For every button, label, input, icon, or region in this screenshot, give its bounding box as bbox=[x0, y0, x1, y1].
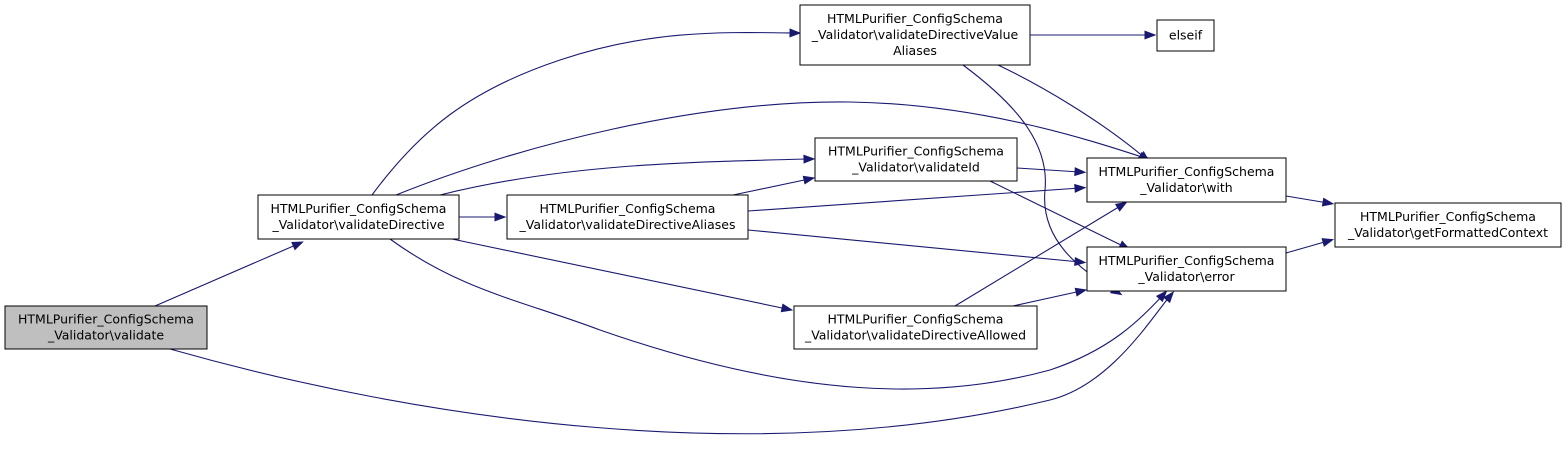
node-box bbox=[4, 305, 208, 350]
node-validateDirectiveValueAliases[interactable]: HTMLPurifier_ConfigSchema_Validator\vali… bbox=[799, 4, 1031, 66]
arrowhead bbox=[1114, 201, 1128, 212]
node-label-line: Aliases bbox=[893, 43, 937, 58]
edge-line bbox=[1016, 167, 1081, 173]
node-label-line: _Validator\error bbox=[1137, 269, 1235, 284]
edge-validateDirective-to-validateDirectiveAllowed bbox=[451, 238, 794, 313]
edge-validateDirectiveValueAliases-to-with bbox=[997, 64, 1150, 163]
edge-line bbox=[439, 158, 810, 196]
node-elseif[interactable]: elseif bbox=[1156, 19, 1215, 52]
arrowhead bbox=[802, 175, 816, 185]
edge-validateDirective-to-validateDirectiveAliases bbox=[459, 212, 507, 222]
edge-line bbox=[389, 238, 1164, 390]
node-label-line: elseif bbox=[1169, 28, 1203, 43]
node-label-line: _Validator\validateDirectiveAliases bbox=[519, 217, 736, 232]
edge-line bbox=[732, 178, 810, 196]
edge-line bbox=[395, 101, 1146, 196]
node-label-line: _Validator\validateId bbox=[851, 160, 980, 175]
node-box bbox=[506, 194, 749, 240]
edge-with-to-getFormattedContext bbox=[1285, 195, 1335, 207]
node-box bbox=[814, 137, 1018, 182]
node-label-line: HTMLPurifier_ConfigSchema bbox=[1099, 253, 1275, 268]
edge-line bbox=[154, 243, 299, 307]
arrowhead bbox=[780, 303, 794, 313]
node-box bbox=[799, 4, 1031, 66]
node-box bbox=[1086, 246, 1287, 292]
edge-line bbox=[954, 204, 1123, 307]
node-label-line: HTMLPurifier_ConfigSchema bbox=[18, 312, 194, 327]
node-label-line: HTMLPurifier_ConfigSchema bbox=[828, 312, 1004, 327]
arrowhead bbox=[1074, 183, 1087, 193]
node-getFormattedContext[interactable]: HTMLPurifier_ConfigSchema_Validator\getF… bbox=[1334, 202, 1562, 248]
edge-validateDirective-to-validateId bbox=[439, 154, 816, 196]
edge-validateDirective-to-validateDirectiveValueAliases bbox=[371, 28, 802, 196]
node-label-line: HTMLPurifier_ConfigSchema bbox=[827, 11, 1003, 26]
edge-line bbox=[997, 64, 1146, 159]
node-with[interactable]: HTMLPurifier_ConfigSchema_Validator\with bbox=[1086, 157, 1287, 203]
arrowhead bbox=[803, 154, 816, 164]
edge-validateDirectiveAliases-to-error bbox=[747, 229, 1087, 266]
node-label-line: HTMLPurifier_ConfigSchema bbox=[1099, 164, 1275, 179]
edge-validateDirectiveAllowed-to-error bbox=[1012, 287, 1088, 307]
node-label-line: _Validator\validateDirective bbox=[271, 217, 444, 232]
node-label-line: HTMLPurifier_ConfigSchema bbox=[1360, 209, 1536, 224]
arrowhead bbox=[1321, 238, 1335, 247]
node-validateId[interactable]: HTMLPurifier_ConfigSchema_Validator\vali… bbox=[814, 137, 1018, 182]
edge-validateDirectiveValueAliases-to-elseif bbox=[1030, 30, 1157, 40]
arrowhead bbox=[291, 241, 304, 251]
edge-line bbox=[989, 180, 1126, 248]
edge-error-to-getFormattedContext bbox=[1285, 238, 1335, 254]
arrowhead bbox=[1074, 287, 1088, 297]
node-label-line: _Validator\with bbox=[1139, 180, 1232, 195]
edge-validate-to-error bbox=[169, 291, 1175, 435]
arrowhead bbox=[1074, 256, 1087, 266]
node-validateDirectiveAliases[interactable]: HTMLPurifier_ConfigSchema_Validator\vali… bbox=[506, 194, 749, 240]
arrowhead bbox=[1321, 197, 1335, 207]
node-validate[interactable]: HTMLPurifier_ConfigSchema_Validator\vali… bbox=[4, 305, 208, 350]
arrowhead bbox=[1074, 167, 1087, 177]
node-error[interactable]: HTMLPurifier_ConfigSchema_Validator\erro… bbox=[1086, 246, 1287, 292]
arrowhead bbox=[1163, 291, 1175, 304]
nodes-layer: HTMLPurifier_ConfigSchema_Validator\vali… bbox=[4, 4, 1562, 350]
node-label-line: _Validator\validateDirectiveAllowed bbox=[804, 328, 1026, 343]
edge-validateDirectiveAliases-to-validateId bbox=[732, 175, 816, 196]
edge-line bbox=[169, 295, 1171, 435]
node-label-line: _Validator\validateDirectiveValue bbox=[811, 27, 1019, 42]
edge-line bbox=[747, 229, 1081, 263]
node-label-line: HTMLPurifier_ConfigSchema bbox=[540, 201, 716, 216]
arrowhead bbox=[1155, 290, 1168, 303]
edge-line bbox=[1285, 240, 1329, 254]
edges-layer bbox=[154, 28, 1335, 435]
node-label-line: _Validator\getFormattedContext bbox=[1347, 225, 1548, 240]
node-label-line: HTMLPurifier_ConfigSchema bbox=[828, 144, 1004, 159]
arrowhead bbox=[789, 28, 802, 38]
arrowhead bbox=[1144, 30, 1157, 40]
node-label-line: HTMLPurifier_ConfigSchema bbox=[271, 201, 447, 216]
node-box bbox=[1334, 202, 1562, 248]
edge-line bbox=[747, 187, 1081, 212]
node-box bbox=[1086, 157, 1287, 203]
node-label-line: _Validator\validate bbox=[47, 328, 164, 343]
node-box bbox=[257, 194, 460, 240]
edge-validateDirective-to-error bbox=[389, 238, 1168, 390]
arrowhead bbox=[494, 212, 507, 222]
node-validateDirectiveAllowed[interactable]: HTMLPurifier_ConfigSchema_Validator\vali… bbox=[793, 305, 1038, 350]
edge-line bbox=[451, 238, 788, 310]
node-box bbox=[1156, 19, 1215, 52]
edge-validate-to-validateDirective bbox=[154, 241, 304, 307]
edge-validateDirectiveAliases-to-with bbox=[747, 183, 1087, 212]
node-box bbox=[793, 305, 1038, 350]
node-validateDirective[interactable]: HTMLPurifier_ConfigSchema_Validator\vali… bbox=[257, 194, 460, 240]
edge-line bbox=[1012, 290, 1082, 307]
edge-validateDirectiveAllowed-to-with bbox=[954, 201, 1128, 307]
edge-validateId-to-with bbox=[1016, 167, 1087, 177]
edge-line bbox=[1285, 195, 1329, 204]
edge-line bbox=[371, 31, 796, 196]
